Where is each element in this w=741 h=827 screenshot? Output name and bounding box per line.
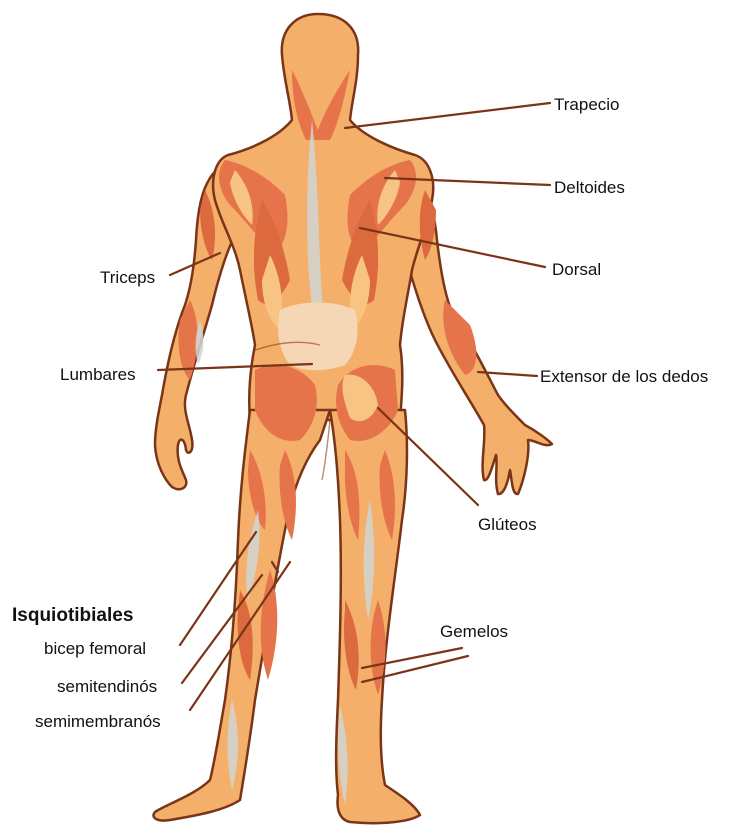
label-triceps: Triceps <box>100 268 155 287</box>
label-deltoides: Deltoides <box>554 178 625 197</box>
label-bicep-femoral: bicep femoral <box>44 639 146 658</box>
label-gemelos: Gemelos <box>440 622 508 641</box>
leader-trapecio <box>345 103 550 128</box>
label-extensor: Extensor de los dedos <box>540 367 708 386</box>
human-figure-back-view <box>153 14 552 823</box>
label-gluteos: Glúteos <box>478 515 537 534</box>
isquiotibiales-heading: Isquiotibiales <box>12 605 133 626</box>
label-lumbares: Lumbares <box>60 365 136 384</box>
label-semitendinos: semitendinós <box>57 677 157 696</box>
label-dorsal: Dorsal <box>552 260 601 279</box>
label-semimembranos: semimembranós <box>35 712 161 731</box>
label-trapecio: Trapecio <box>554 95 620 114</box>
